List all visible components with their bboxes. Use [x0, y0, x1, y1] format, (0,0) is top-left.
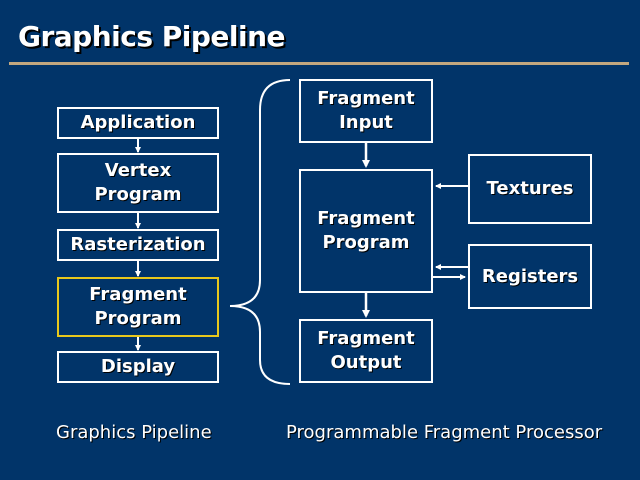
stage-label: Rasterization	[70, 234, 206, 255]
title-divider	[9, 62, 629, 65]
textures-box: Textures	[468, 154, 592, 224]
stage-application: Application	[57, 107, 219, 139]
stage-display: Display	[57, 351, 219, 383]
fragment-output-box: Fragment Output	[299, 319, 433, 383]
box-label: Fragment Output	[317, 328, 415, 373]
slide-title: Graphics Pipeline	[18, 20, 286, 53]
pipeline-caption: Graphics Pipeline	[56, 422, 212, 443]
box-label: Registers	[481, 265, 579, 287]
stage-label: Display	[100, 356, 176, 377]
fragment-input-box: Fragment Input	[299, 79, 433, 143]
box-label: Fragment Program	[317, 208, 415, 253]
stage-fragment-program: Fragment Program	[57, 277, 219, 337]
box-label: Textures	[486, 178, 574, 199]
processor-caption: Programmable Fragment Processor	[286, 422, 603, 443]
stage-label: Vertex Program	[94, 160, 182, 205]
stage-rasterization: Rasterization	[57, 229, 219, 261]
fragment-program-box: Fragment Program	[299, 169, 433, 293]
stage-label: Fragment Program	[89, 284, 187, 329]
box-label: Fragment Input	[317, 88, 415, 133]
stage-label: Application	[80, 112, 196, 133]
registers-box: Registers	[468, 244, 592, 309]
brace	[229, 79, 291, 385]
stage-vertex-program: Vertex Program	[57, 153, 219, 213]
